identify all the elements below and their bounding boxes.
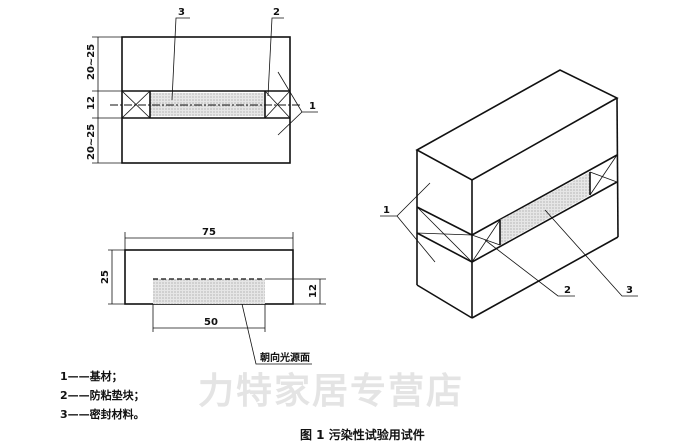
callout-2: 2 [273,7,280,18]
legend-item: 3——密封材料。 [60,408,145,421]
sealant-area [150,93,265,116]
figure-caption: 图 1 污染性试验用试件 [300,428,425,442]
spacer-block-right [264,90,291,119]
section-view: 75 25 12 50 朝向光源面 [100,227,326,365]
callout-1: 1 [309,101,316,112]
callout-3: 3 [178,7,185,18]
top-view: 20~25 12 20~25 3 2 1 [86,7,318,164]
spacer-block-left [121,90,151,119]
dim-top: 20~25 [86,44,97,80]
isometric-view: 1 2 3 [380,69,638,319]
dim-bottom: 20~25 [86,124,97,160]
watermark: 力特家居专营店 [198,371,465,412]
legend-item: 1——基材； [60,370,123,383]
dim-mid: 12 [86,96,97,110]
light-facing-note: 朝向光源面 [260,351,310,364]
dim-width: 75 [202,227,216,238]
iso-sealant [500,172,590,245]
legend-item: 2——防粘垫块； [60,389,145,402]
iso-callout-3: 3 [626,285,633,296]
dim-seal-width: 50 [204,317,218,328]
iso-callout-2: 2 [564,285,571,296]
iso-callout-1: 1 [383,205,390,216]
dim-height: 25 [100,270,111,284]
sealant-section [153,279,265,304]
dim-seal-height: 12 [308,284,319,298]
